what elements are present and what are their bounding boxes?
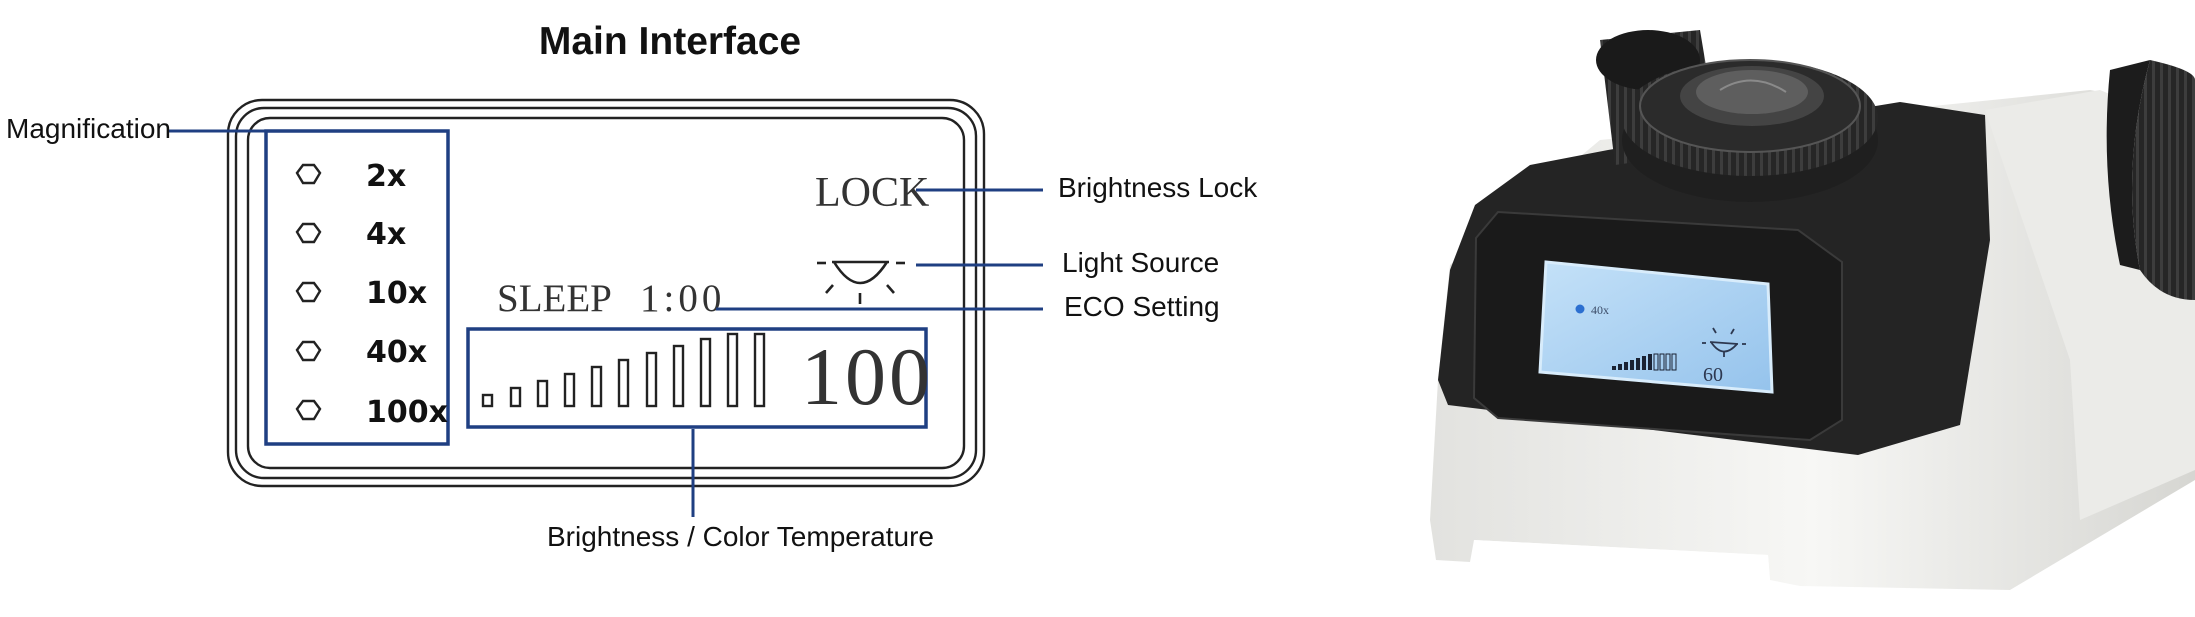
photo-brightness-bars [1612,353,1677,371]
magnification-label: 2x [366,159,406,194]
focus-knob-right-inner [2106,60,2150,270]
brightness-bar [672,344,685,408]
light-port-highlight [1719,79,1787,93]
brightness-bar [699,337,712,408]
photo-lamp-icon [1702,327,1746,357]
brightness-bar [563,372,576,408]
brightness-bar [726,332,739,408]
light-source-callout: Light Source [1062,247,1220,278]
focus-knob-right [2132,60,2195,300]
magnification-item-100x: 100x [295,395,448,430]
magnification-item-40x: 40x [295,335,427,370]
magnification-item-10x: 10x [295,276,427,311]
lock-indicator: LOCK [815,170,929,216]
brightness-bar [509,386,522,408]
callout-lines [168,129,1043,517]
magnification-label: 100x [366,395,448,430]
brightness-panel [466,327,928,429]
lcd-frame [226,98,986,488]
indicator-icon [295,222,322,244]
brightness-bar [617,358,630,408]
brightness-color-callout: Brightness / Color Temperature [547,521,934,552]
magnification-panel [264,129,450,446]
magnification-list: 2x 4x 10x 40x 100x [295,159,448,430]
brightness-bar [753,332,766,408]
photo-brightness-value: 60 [1703,364,1723,386]
eco-setting-callout: ECO Setting [1064,291,1220,322]
diagram-title: Main Interface [538,20,802,63]
brightness-bars [481,332,766,408]
brightness-bar [536,379,549,408]
lamp-icon [817,260,905,304]
indicator-icon [295,340,322,362]
brightness-lock-callout: Brightness Lock [1058,172,1258,203]
brightness-value: 100 [801,331,933,422]
photo-lcd-screen [1538,260,1774,394]
indicator-icon [295,163,322,185]
indicator-icon [295,399,322,421]
magnification-label: 10x [366,276,427,311]
light-port-glass [1696,70,1808,114]
microscope-base-photo: 40x 60 [1430,30,2195,600]
magnification-callout: Magnification [6,113,171,144]
magnification-label: 40x [366,335,427,370]
sleep-label: SLEEP [497,277,612,320]
photo-magnification: 40x [1591,303,1609,317]
brightness-bar [645,351,658,408]
magnification-item-2x: 2x [295,159,406,194]
device-foot-gap [1474,540,1770,600]
magnification-item-4x: 4x [295,217,406,252]
brightness-bar [481,393,494,408]
magnification-label: 4x [366,217,406,252]
sleep-timer: 1:00 [640,277,725,320]
indicator-icon [295,281,322,303]
brightness-bar [590,365,603,408]
photo-indicator-dot [1575,304,1585,314]
